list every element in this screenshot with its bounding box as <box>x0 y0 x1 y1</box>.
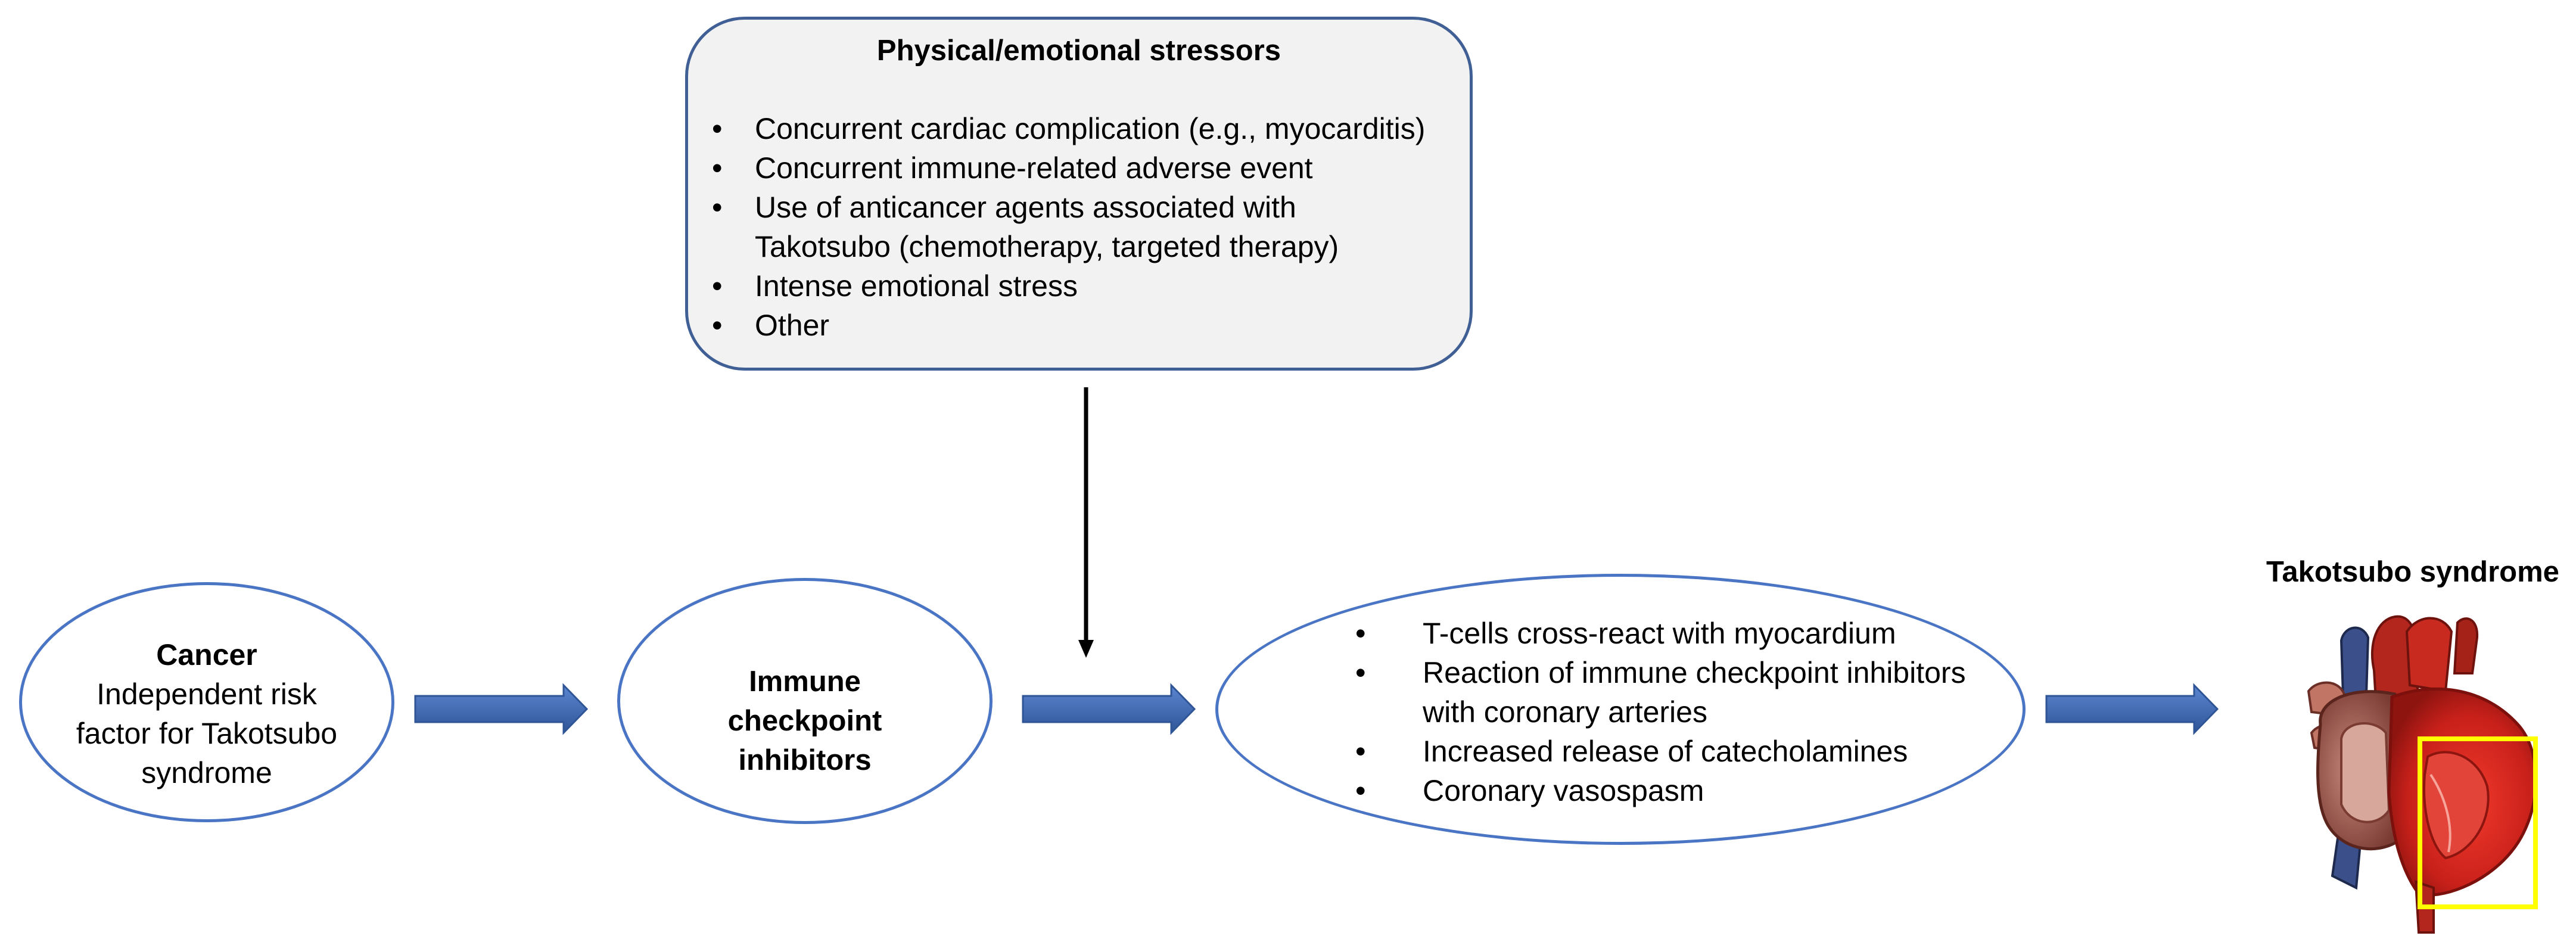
stressors-list: Concurrent cardiac complication (e.g., m… <box>712 109 1434 345</box>
mechanisms-list: T-cells cross-react with myocardium Reac… <box>1355 614 2006 810</box>
heart-illustration <box>2307 615 2538 934</box>
mechanism-item: Increased release of catecholamines <box>1355 732 2006 771</box>
stressors-box: Physical/emotional stressors Concurrent … <box>685 17 1473 371</box>
stressor-item: Intense emotional stress <box>712 266 1434 306</box>
stressor-item: Other <box>712 306 1434 345</box>
stressor-item: Concurrent immune-related adverse event <box>712 148 1434 188</box>
immune-checkpoint-inhibitors-title: Immune checkpoint inhibitors <box>727 666 882 776</box>
stressors-title: Physical/emotional stressors <box>876 35 1281 67</box>
cancer-node: Cancer Independent risk factor for Takot… <box>19 582 394 822</box>
mechanisms-node: T-cells cross-react with myocardium Reac… <box>1215 574 2026 845</box>
flow-arrow-mechanisms-to-outcome <box>2045 683 2219 735</box>
stressor-item: Concurrent cardiac complication (e.g., m… <box>712 109 1434 148</box>
flow-arrow-ici-to-mechanisms <box>1022 683 1196 735</box>
mechanism-item: T-cells cross-react with myocardium <box>1355 614 2006 653</box>
immune-checkpoint-inhibitors-node: Immune checkpoint inhibitors <box>617 578 993 824</box>
mechanism-item: Reaction of immune checkpoint inhibitors… <box>1355 653 2006 732</box>
stressor-item: Use of anticancer agents associated with… <box>712 188 1434 266</box>
highlight-box <box>2418 736 2538 909</box>
cancer-description: Independent risk factor for Takotsubo sy… <box>76 677 338 789</box>
cancer-title: Cancer <box>156 638 257 671</box>
mechanism-item: Coronary vasospasm <box>1355 771 2006 810</box>
outcome-title: Takotsubo syndrome <box>2266 556 2559 588</box>
flow-arrow-cancer-to-ici <box>414 683 589 735</box>
stressor-arrow <box>1078 387 1094 658</box>
cancer-text: Cancer Independent risk factor for Takot… <box>22 635 391 792</box>
